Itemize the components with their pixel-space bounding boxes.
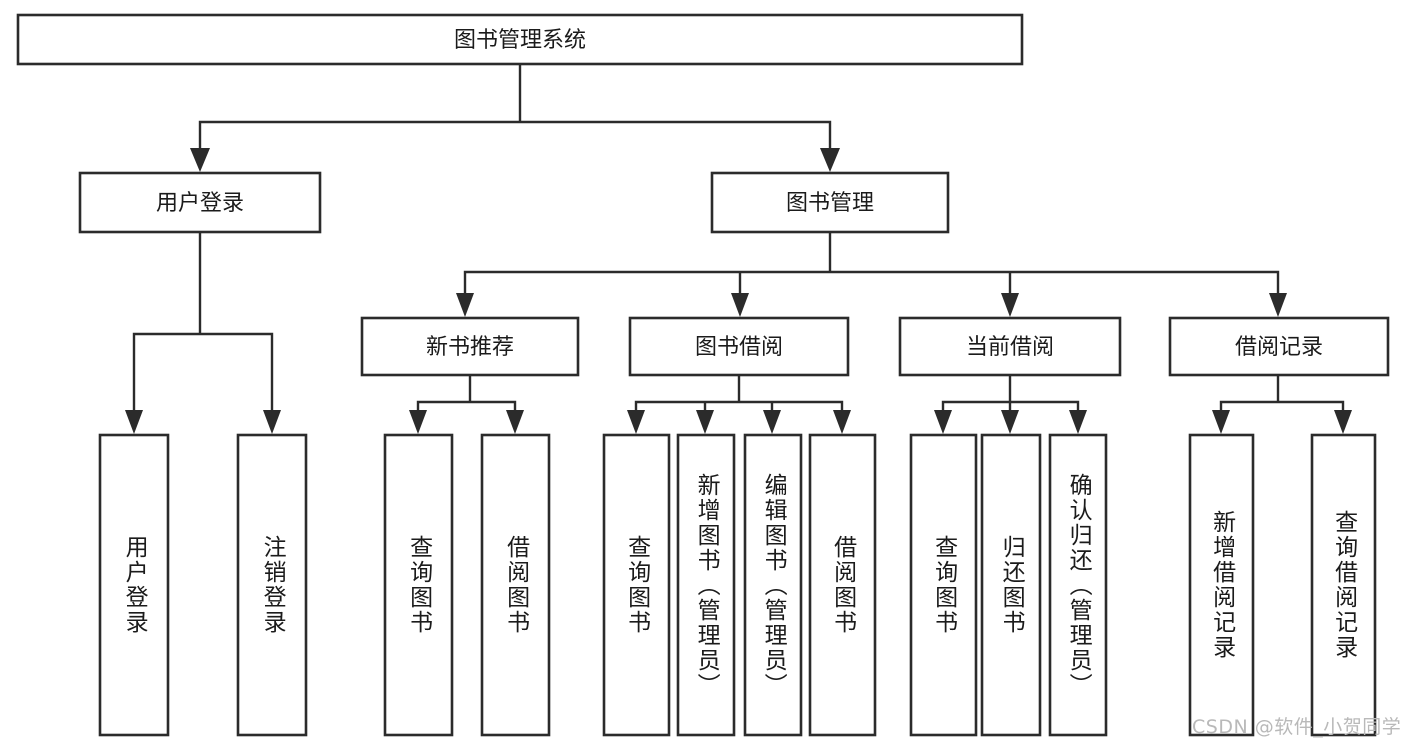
arrow-head-icon <box>1269 293 1287 317</box>
arrow-head-icon <box>190 148 210 172</box>
arrow-head-icon <box>627 410 645 434</box>
node-book-management-box[interactable] <box>710 171 950 234</box>
node-leaf-query-book-recommend-box[interactable] <box>383 433 454 737</box>
arrow-head-icon <box>263 410 281 434</box>
arrow-head-icon <box>696 410 714 434</box>
arrow-head-icon <box>1212 410 1230 434</box>
node-user-login-box[interactable] <box>78 171 322 234</box>
node-user-login-label: 用户登录 <box>156 191 244 216</box>
node-leaf-confirm-return-box[interactable] <box>1048 433 1108 737</box>
arrow-head-icon <box>731 293 749 317</box>
node-leaf-user-login-box[interactable] <box>98 433 170 737</box>
node-borrow-records-box[interactable] <box>1168 316 1390 377</box>
node-book-management-label: 图书管理 <box>786 191 874 216</box>
arrow-head-icon <box>506 410 524 434</box>
node-new-book-recommend[interactable]: 新书推荐 <box>360 316 580 377</box>
node-user-login[interactable]: 用户登录 <box>78 171 322 234</box>
arrow-head-icon <box>1069 410 1087 434</box>
node-new-book-recommend-box[interactable] <box>360 316 580 377</box>
arrow-head-icon <box>1001 293 1019 317</box>
arrow-head-icon <box>820 148 840 172</box>
arrow-head-icon <box>763 410 781 434</box>
node-book-borrow-box[interactable] <box>628 316 850 377</box>
leaf-boxes <box>98 433 1377 737</box>
node-leaf-add-borrow-record-box[interactable] <box>1188 433 1255 737</box>
arrow-head-icon <box>1001 410 1019 434</box>
node-book-management[interactable]: 图书管理 <box>710 171 950 234</box>
connector-userlogin-to-leaves <box>125 230 281 434</box>
arrow-head-icon <box>456 293 474 317</box>
node-book-borrow-label: 图书借阅 <box>695 335 783 360</box>
node-leaf-return-book-box[interactable] <box>980 433 1042 737</box>
node-leaf-query-book-borrow-box[interactable] <box>602 433 671 737</box>
connector-borrowrecords-to-leaves <box>1212 373 1352 434</box>
node-borrow-records[interactable]: 借阅记录 <box>1168 316 1390 377</box>
node-book-borrow[interactable]: 图书借阅 <box>628 316 850 377</box>
node-leaf-query-book-current-box[interactable] <box>909 433 978 737</box>
arrow-head-icon <box>409 410 427 434</box>
node-borrow-records-label: 借阅记录 <box>1235 335 1323 360</box>
node-root-box[interactable] <box>16 13 1024 66</box>
arrow-head-icon <box>1334 410 1352 434</box>
connector-currentborrow-to-leaves <box>934 373 1087 434</box>
connector-root-to-children <box>190 62 840 172</box>
node-new-book-recommend-label: 新书推荐 <box>426 335 514 360</box>
node-current-borrow[interactable]: 当前借阅 <box>898 316 1122 377</box>
arrow-head-icon <box>125 410 143 434</box>
node-leaf-logout-box[interactable] <box>236 433 308 737</box>
node-current-borrow-box[interactable] <box>898 316 1122 377</box>
node-leaf-edit-book-box[interactable] <box>743 433 803 737</box>
connector-bookborrow-to-leaves <box>627 373 851 434</box>
connector-bookmanagement-to-children <box>456 230 1287 317</box>
node-leaf-borrow-book-recommend-box[interactable] <box>480 433 551 737</box>
node-current-borrow-label: 当前借阅 <box>966 335 1054 360</box>
node-root-label: 图书管理系统 <box>454 28 586 53</box>
arrow-head-icon <box>934 410 952 434</box>
node-leaf-add-book-box[interactable] <box>676 433 736 737</box>
node-root[interactable]: 图书管理系统 <box>16 13 1024 66</box>
connector-recommend-to-leaves <box>409 373 524 434</box>
csdn-watermark: CSDN @软件_小贺同学 <box>1192 716 1402 738</box>
node-leaf-borrow-book-box[interactable] <box>808 433 877 737</box>
arrow-head-icon <box>833 410 851 434</box>
node-leaf-query-borrow-record-box[interactable] <box>1310 433 1377 737</box>
